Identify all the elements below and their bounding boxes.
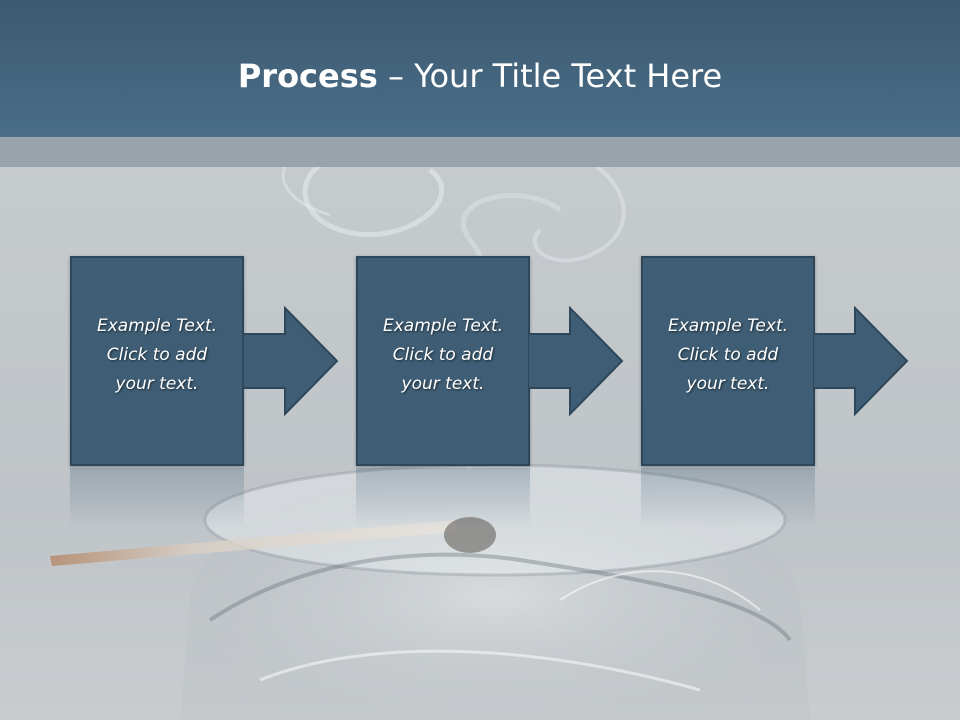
step-1-text[interactable]: Example Text. Click to add your text. [72,312,242,399]
step-3-text[interactable]: Example Text. Click to add your text. [643,312,813,399]
step-3-line-3: your text. [686,374,770,394]
step-1-line-1: Example Text. [96,316,218,336]
title-bar-underline [0,137,960,167]
step-2-line-2: Click to add [392,345,494,365]
step-1-reflection [70,468,244,528]
arrow-right-icon [243,306,339,416]
step-3-line-2: Click to add [677,345,779,365]
step-2-line-1: Example Text. [382,316,504,336]
step-3-line-1: Example Text. [667,316,789,336]
process-step-2[interactable]: Example Text. Click to add your text. [356,256,530,466]
step-2-reflection [356,468,530,528]
process-step-1[interactable]: Example Text. Click to add your text. [70,256,244,466]
process-step-3[interactable]: Example Text. Click to add your text. [641,256,815,466]
arrow-right-icon [813,306,909,416]
step-3-reflection [641,468,815,528]
arrow-right-icon [528,306,624,416]
step-1-line-3: your text. [115,374,199,394]
title-bar [0,0,960,137]
slide-title[interactable]: Process – Your Title Text Here [0,54,960,98]
step-1-line-2: Click to add [106,345,208,365]
slide-title-rest: – Your Title Text Here [377,57,723,95]
slide-title-bold: Process [237,57,378,95]
step-2-text[interactable]: Example Text. Click to add your text. [358,312,528,399]
step-2-line-3: your text. [401,374,485,394]
